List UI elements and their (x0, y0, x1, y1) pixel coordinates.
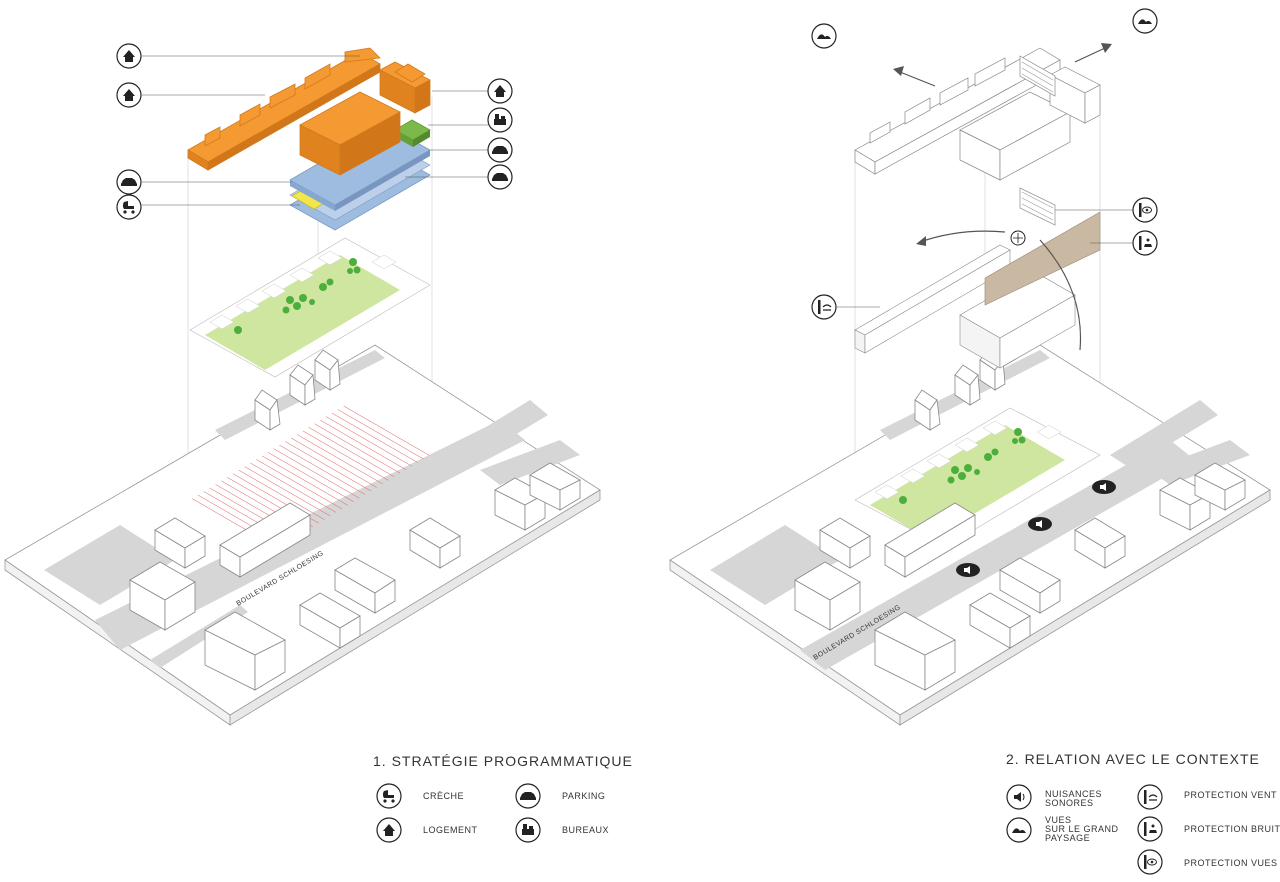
legend-protection-vent: PROTECTION VENT (1137, 784, 1277, 810)
legend-nuisances-label-1: NUISANCES (1045, 789, 1102, 799)
protection-bruit-icon (1137, 816, 1163, 842)
wind-arrow (919, 230, 1006, 243)
garden-layer-2 (854, 407, 1101, 548)
panel2-title: 2. RELATION AVEC LE CONTEXTE (1006, 751, 1260, 767)
callout-car-icon (116, 169, 142, 195)
callout-office-icon (487, 107, 513, 133)
legend-nuisances: NUISANCES SONORES (1006, 784, 1102, 810)
panel-contexte: BOULEVARD SCHLOESING (669, 8, 1280, 875)
leader-lines-2 (837, 209, 1133, 308)
legend-vues-label-1: VUES (1045, 815, 1072, 825)
view-arrow-right (1074, 47, 1106, 63)
panel-programmatique: BOULEVARD SCHLOESING (4, 43, 633, 843)
callout-protection-vent-icon (811, 294, 837, 320)
callout-stroller-icon (116, 194, 142, 220)
legend-creche: CRÈCHE (376, 783, 464, 809)
callout-landscape-icon (1132, 8, 1158, 34)
existing-buildings-2 (794, 349, 1246, 691)
legend-nuisances-label-2: SONORES (1045, 798, 1094, 808)
callout-protection-vues-icon (1132, 197, 1158, 223)
garden-layer-1 (189, 237, 431, 378)
legend-vues: VUES SUR LE GRAND PAYSAGE (1006, 815, 1119, 843)
callout-car-icon (487, 164, 513, 190)
legend-protection-vent-label: PROTECTION VENT (1184, 790, 1277, 800)
sun-path-arc (1039, 239, 1082, 351)
logement-blocks (187, 47, 431, 176)
protection-wall (984, 211, 1101, 306)
programme-stack (187, 47, 431, 231)
noise-marker-icon (956, 563, 980, 577)
callout-house-icon (116, 82, 142, 108)
callout-car-icon (487, 137, 513, 163)
leader-lines-1 (142, 55, 488, 206)
protection-vues-icon (1137, 849, 1163, 875)
legend-protection-vues-label: PROTECTION VUES (1184, 858, 1278, 868)
trees-1 (234, 258, 361, 334)
car-icon (515, 783, 541, 809)
buildings-top-layer (854, 47, 1101, 181)
legend-protection-vues: PROTECTION VUES (1137, 849, 1278, 875)
legend-creche-label: CRÈCHE (423, 791, 464, 801)
noise-marker-icon (1028, 517, 1052, 531)
landscape-icon (1006, 817, 1032, 843)
facade-layer (854, 187, 1101, 369)
legend-logement-label: LOGEMENT (423, 825, 478, 835)
house-icon (376, 817, 402, 843)
legend-protection-bruit-label: PROTECTION BRUIT (1184, 824, 1280, 834)
callout-house-icon (116, 43, 142, 69)
speaker-icon (1006, 784, 1032, 810)
legend-logement: LOGEMENT (376, 817, 478, 843)
panel1-title: 1. STRATÉGIE PROGRAMMATIQUE (373, 753, 633, 769)
legend-protection-bruit: PROTECTION BRUIT (1137, 816, 1280, 842)
noise-marker-icon (1092, 480, 1116, 494)
view-arrow-left (899, 71, 936, 87)
legend-parking-label: PARKING (562, 791, 605, 801)
legend-parking: PARKING (515, 783, 605, 809)
legend-vues-label-3: PAYSAGE (1045, 833, 1090, 843)
protection-screen (1019, 187, 1056, 226)
callout-house-icon (487, 78, 513, 104)
project-site-hatch (190, 405, 430, 550)
protection-vent-icon (1137, 784, 1163, 810)
callout-landscape-icon (811, 23, 837, 49)
legend-bureaux-label: BUREAUX (562, 825, 609, 835)
legend-bureaux: BUREAUX (515, 817, 609, 843)
trees-2 (899, 428, 1026, 504)
existing-buildings-1 (129, 349, 581, 691)
callout-protection-bruit-icon (1132, 230, 1158, 256)
office-icon (515, 817, 541, 843)
stroller-icon (376, 783, 402, 809)
legend-vues-label-2: SUR LE GRAND (1045, 824, 1119, 834)
